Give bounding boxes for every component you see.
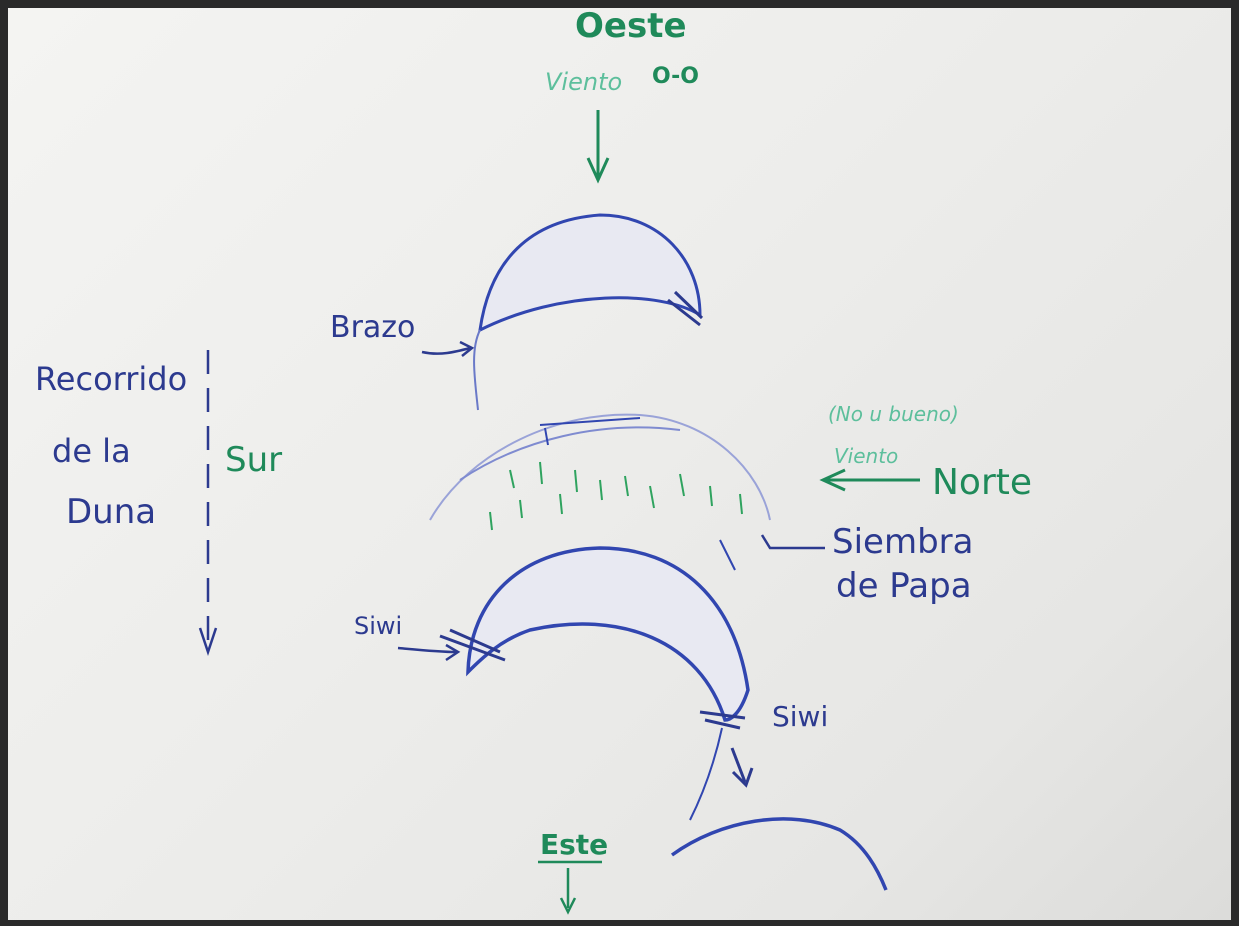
label-sur: Sur <box>225 440 282 480</box>
label-de-la: de la <box>52 432 131 470</box>
label-de-papa: de Papa <box>836 566 972 606</box>
dune-crescent-2 <box>440 548 748 820</box>
siwi-left-arrow <box>398 645 458 660</box>
label-viento-right: Viento <box>834 444 898 468</box>
label-este: Este <box>540 828 608 861</box>
label-nombre: (No u bueno) <box>828 402 959 426</box>
label-siwi-right: Siwi <box>772 700 828 733</box>
brazo-arrow <box>422 342 472 356</box>
wind-arrow-north <box>823 470 920 490</box>
label-oeste: Oeste <box>575 6 687 46</box>
wind-arrow-west <box>588 110 608 180</box>
east-arrow <box>538 862 602 912</box>
label-siembra: Siembra <box>832 522 973 562</box>
label-siwi-left: Siwi <box>354 612 402 640</box>
label-brazo: Brazo <box>330 310 415 345</box>
label-viento-mark: O-O <box>652 64 699 89</box>
label-norte: Norte <box>932 462 1032 503</box>
dune-crescent-3 <box>672 819 886 890</box>
dune-crescent-1 <box>474 215 702 410</box>
siembra-pointer <box>762 535 825 548</box>
migration-arrow <box>732 748 752 785</box>
label-duna: Duna <box>66 492 156 532</box>
label-recorrido: Recorrido <box>35 360 187 398</box>
route-dashed-line <box>200 350 216 652</box>
label-viento-top: Viento <box>545 68 622 96</box>
